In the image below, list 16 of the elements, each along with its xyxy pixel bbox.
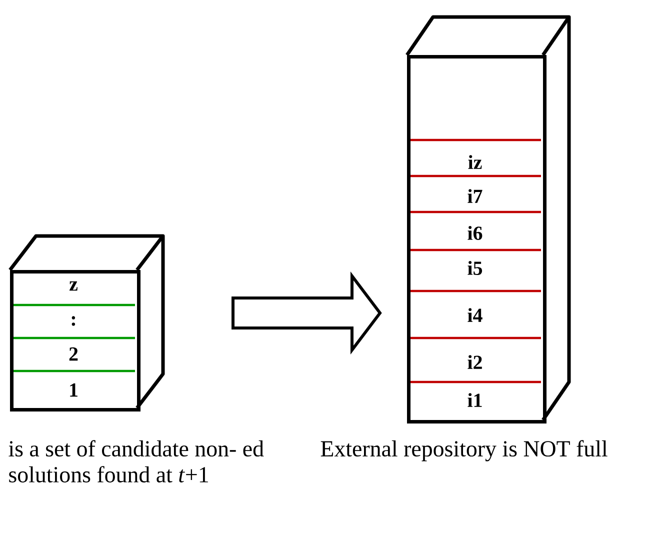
slot-label: 2 bbox=[69, 347, 78, 361]
block-arrow bbox=[232, 272, 382, 354]
slot-label: i2 bbox=[468, 355, 482, 369]
slot-label: i6 bbox=[468, 226, 482, 240]
slot-label: iz bbox=[468, 155, 482, 169]
slot-label: z bbox=[69, 281, 78, 291]
slot-label: i4 bbox=[468, 308, 482, 322]
cube-drawing bbox=[8, 234, 165, 412]
node-label: is a set of candidate non- ed solutions found at t+1 bbox=[8, 440, 264, 482]
slot-label: i5 bbox=[468, 260, 482, 275]
node-label: External repository is NOT full bbox=[320, 440, 608, 462]
slot-label: i7 bbox=[468, 189, 482, 203]
slot-label: i1 bbox=[468, 393, 482, 407]
cube-drawing bbox=[406, 15, 571, 424]
slot-label: : bbox=[72, 316, 76, 326]
slot-label: 1 bbox=[70, 383, 78, 397]
